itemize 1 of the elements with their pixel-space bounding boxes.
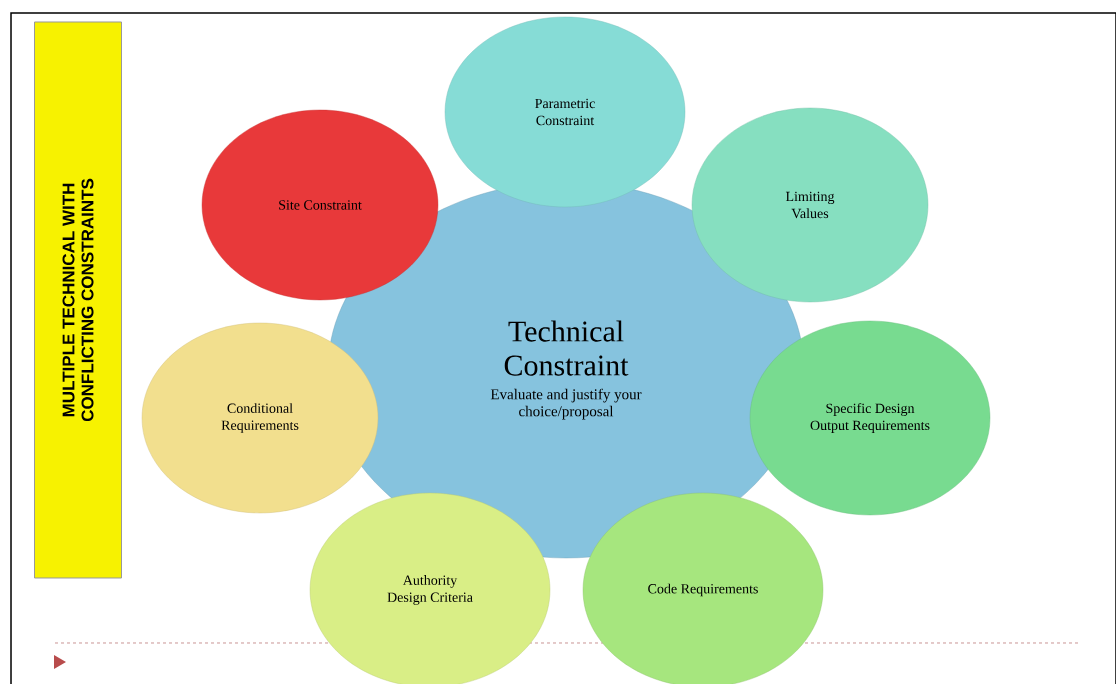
title-band: MULTIPLE TECHNICAL WITH CONFLICTING CONSTRAINTS (34, 21, 122, 579)
